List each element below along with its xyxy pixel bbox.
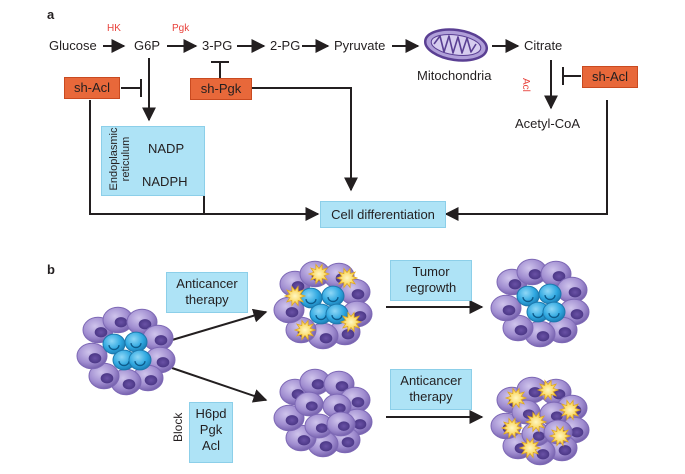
therapy-top-line2: therapy — [185, 292, 229, 307]
tumor-regrowth-box: Tumor regrowth — [390, 260, 472, 301]
pgk-enzyme-label: Pgk — [172, 23, 190, 34]
panel-b-arrows — [171, 300, 484, 424]
tumor-clusters — [76, 258, 590, 466]
dying-cell-burst — [293, 319, 317, 341]
dying-cell-burst — [339, 311, 363, 333]
block-target-acl: Acl — [201, 438, 221, 453]
tumor-differentiated — [273, 368, 373, 458]
citrate-label: Citrate — [524, 38, 563, 53]
therapy-bottom-line1: Anticancer — [400, 373, 462, 388]
stem-cell — [325, 303, 349, 325]
therapy-top-line1: Anticancer — [176, 276, 238, 291]
dying-cell-burst — [524, 411, 548, 433]
differentiated-cell — [339, 278, 371, 306]
block-target-pgk: Pgk — [199, 422, 223, 437]
stem-cell — [309, 303, 333, 325]
differentiated-cell — [76, 342, 108, 370]
differentiated-cell — [326, 411, 356, 437]
acl-enzyme-label: Acl — [520, 78, 531, 92]
differentiated-cell — [88, 362, 120, 390]
panel-a-label: a — [47, 7, 55, 22]
block-targets-box: H6pd Pgk Acl — [189, 402, 233, 463]
block-label: Block — [171, 412, 185, 442]
pyruvate-label: Pyruvate — [334, 38, 386, 53]
mitochondria-label: Mitochondria — [417, 68, 492, 83]
regrowth-line2: regrowth — [405, 280, 457, 295]
stem-cell — [128, 349, 152, 371]
stem-cell — [526, 301, 550, 323]
tumor-regrown — [490, 258, 590, 348]
tumor-eradicated — [490, 376, 590, 466]
regrowth-line1: Tumor — [412, 264, 450, 279]
dying-cell-burst — [558, 399, 582, 421]
dying-cell-burst — [504, 387, 528, 409]
differentiated-cell — [502, 314, 534, 342]
3pg-label: 3-PG — [202, 38, 233, 53]
dying-cell-burst — [335, 267, 359, 289]
inhibition-bars — [121, 61, 581, 97]
panel-b-label: b — [47, 262, 55, 277]
differentiated-cell — [102, 306, 134, 334]
stem-cell — [124, 331, 148, 353]
dying-cell-burst — [518, 437, 542, 459]
hk-enzyme-label: HK — [107, 23, 121, 34]
tumor-initial — [76, 306, 176, 396]
cell-differentiation-box: Cell differentiation — [320, 201, 446, 228]
dying-cell-burst — [536, 379, 560, 401]
mitochondria-icon — [423, 28, 489, 62]
differentiated-cell — [294, 391, 324, 417]
acetyl-coa-label: Acetyl-CoA — [515, 116, 581, 131]
glucose-label: Glucose — [49, 38, 97, 53]
differentiated-cell — [556, 276, 588, 304]
stem-cell — [321, 285, 345, 307]
2pg-label: 2-PG — [270, 38, 301, 53]
nadp-label: NADP — [148, 141, 185, 156]
differentiated-cell — [273, 404, 305, 432]
sh-pgk-box: sh-Pgk — [190, 78, 252, 100]
endoplasmic-reticulum-box: Endoplasmic reticulum NADP NADPH — [101, 126, 205, 196]
dying-cell-burst — [283, 285, 307, 307]
therapy-bottom-line2: therapy — [409, 389, 453, 404]
nadph-label: NADPH — [142, 174, 188, 189]
sh-acl-left-box: sh-Acl — [64, 77, 120, 99]
differentiated-cell — [516, 258, 548, 286]
er-side-label-1: Endoplasmic — [108, 127, 120, 191]
stem-cell — [538, 283, 562, 305]
differentiated-cell — [304, 413, 334, 439]
anticancer-therapy-bottom-box: Anticancer therapy — [390, 369, 472, 410]
er-side-label-2: reticulum — [120, 136, 132, 182]
stem-cell — [102, 333, 126, 355]
differentiated-cell — [299, 368, 331, 396]
sh-acl-right-box: sh-Acl — [582, 66, 638, 88]
g6p-label: G6P — [134, 38, 161, 53]
differentiated-cell — [490, 294, 522, 322]
stem-cell — [542, 301, 566, 323]
block-target-h6pd: H6pd — [195, 406, 227, 421]
dying-cell-burst — [500, 417, 524, 439]
dying-cell-burst — [548, 425, 572, 447]
anticancer-therapy-top-box: Anticancer therapy — [166, 272, 248, 313]
tumor-after-therapy — [273, 260, 373, 350]
stem-cell — [112, 349, 136, 371]
dying-cell-burst — [307, 263, 331, 285]
